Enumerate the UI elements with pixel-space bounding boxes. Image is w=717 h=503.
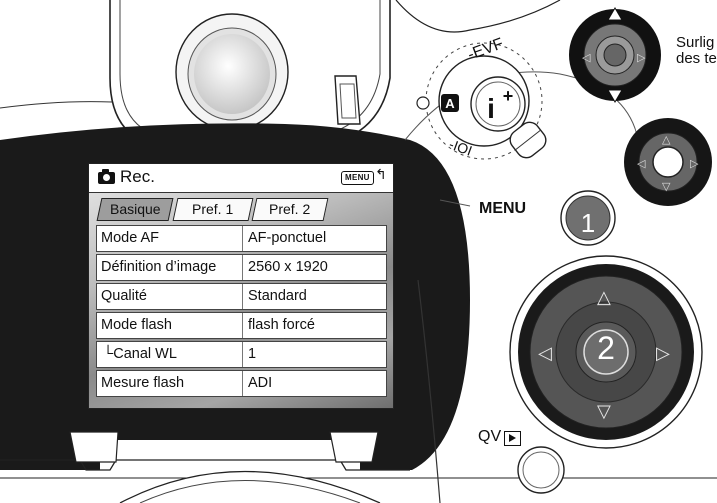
svg-text:▽: ▽ [597,401,611,422]
svg-text:▽: ▽ [662,180,671,193]
back-arrow-icon: ↰ [375,166,387,182]
menu-button-icon: MENU [341,171,374,185]
setting-value: Standard [248,288,307,304]
setting-row-definition-image[interactable]: Définition d’image 2560 x 1920 [96,254,387,281]
setting-value: flash forcé [248,317,315,333]
setting-row-canal-wl[interactable]: └Canal WL 1 [96,341,387,368]
svg-text:△: △ [597,287,611,308]
svg-text:◁: ◁ [538,343,552,364]
svg-text:-IOI: -IOI [447,136,474,159]
setting-row-mesure-flash[interactable]: Mesure flash ADI [96,370,387,397]
menu-title: Rec. [120,167,155,186]
svg-text:◁: ◁ [637,157,646,170]
step-1-marker[interactable]: 1 [580,208,596,238]
svg-text:▷: ▷ [690,157,699,170]
setting-name: Définition d’image [101,259,217,275]
svg-text:A: A [445,96,455,111]
setting-name: Qualité [101,288,147,304]
svg-text:◁: ◁ [582,51,591,64]
side-caption-line-1: Surlig [676,34,715,51]
svg-text:i: i [487,93,495,124]
setting-name: Mode AF [101,230,160,246]
playback-icon [504,431,521,446]
menu-button-label: MENU [479,200,527,217]
tab-pref-2[interactable]: Pref. 2 [251,198,329,221]
tab-label: Basique [109,201,161,217]
lcd-menu-screen: Rec. MENU ↰ Basique Pref. 1 Pref. 2 Mode… [88,163,394,409]
setting-name: Mesure flash [101,375,185,391]
tab-basique[interactable]: Basique [96,198,174,221]
settings-list: Mode AF AF-ponctuel Définition d’image 2… [96,225,387,399]
setting-row-qualite[interactable]: Qualité Standard [96,283,387,310]
side-caption-line-2: des te [676,50,717,67]
tab-label: Pref. 2 [269,201,311,217]
camera-icon [98,169,115,184]
setting-name: └Canal WL [103,346,177,362]
step-2-marker[interactable]: 2 [597,330,615,366]
menu-header: Rec. MENU ↰ [89,164,393,193]
svg-text:+: + [503,86,514,106]
tab-pref-1[interactable]: Pref. 1 [172,198,254,221]
setting-row-mode-af[interactable]: Mode AF AF-ponctuel [96,225,387,252]
setting-value: 1 [248,346,257,362]
setting-row-mode-flash[interactable]: Mode flash flash forcé [96,312,387,339]
svg-text:△: △ [662,133,671,146]
setting-value: 2560 x 1920 [248,259,328,275]
setting-name: Mode flash [101,317,172,333]
setting-value: ADI [248,375,273,391]
tab-label: Pref. 1 [192,201,234,217]
side-caption: Surlig des te [676,35,717,67]
svg-text:▷: ▷ [637,51,646,64]
svg-text:▷: ▷ [656,343,670,364]
setting-value: AF-ponctuel [248,230,327,246]
qv-button-label: QV [478,428,502,445]
